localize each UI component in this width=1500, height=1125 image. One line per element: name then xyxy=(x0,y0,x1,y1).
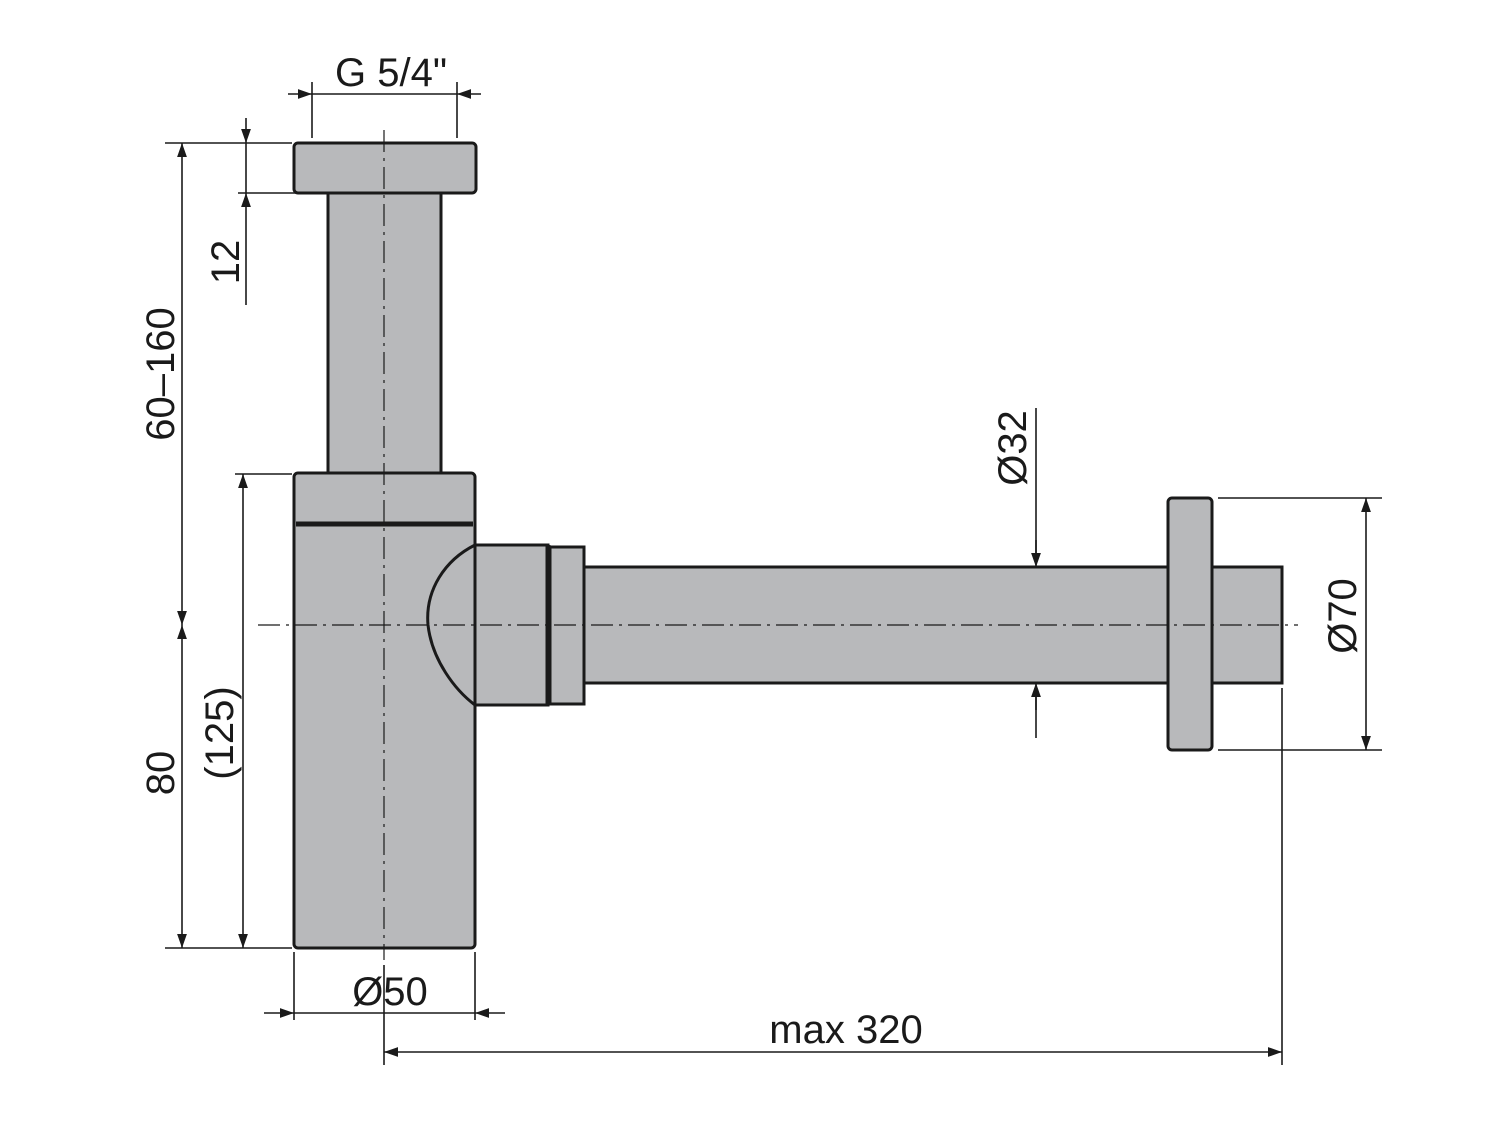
rosette-diameter-label: Ø70 xyxy=(1321,578,1365,654)
center-lines xyxy=(258,130,1298,960)
height-range-label: 60–160 xyxy=(139,307,183,440)
lower-height-label: 80 xyxy=(139,751,183,796)
extension-lines xyxy=(165,82,1382,1065)
dimension-lines xyxy=(177,89,1371,1057)
inlet-thread-label: G 5/4" xyxy=(335,51,447,95)
max-length-label: max 320 xyxy=(769,1008,922,1052)
wall-rosette xyxy=(1166,496,1214,752)
collar-height-label: 12 xyxy=(204,240,248,285)
inlet-cap xyxy=(292,141,478,195)
dimension-labels: G 5/4" 12 60–160 80 (125) Ø50 max 320 Ø3… xyxy=(139,51,1365,1052)
trap-parts xyxy=(292,141,1284,950)
body-diameter-label: Ø50 xyxy=(352,970,428,1014)
outlet-diameter-label: Ø32 xyxy=(991,410,1035,486)
lower-height-alt-label: (125) xyxy=(198,686,242,779)
